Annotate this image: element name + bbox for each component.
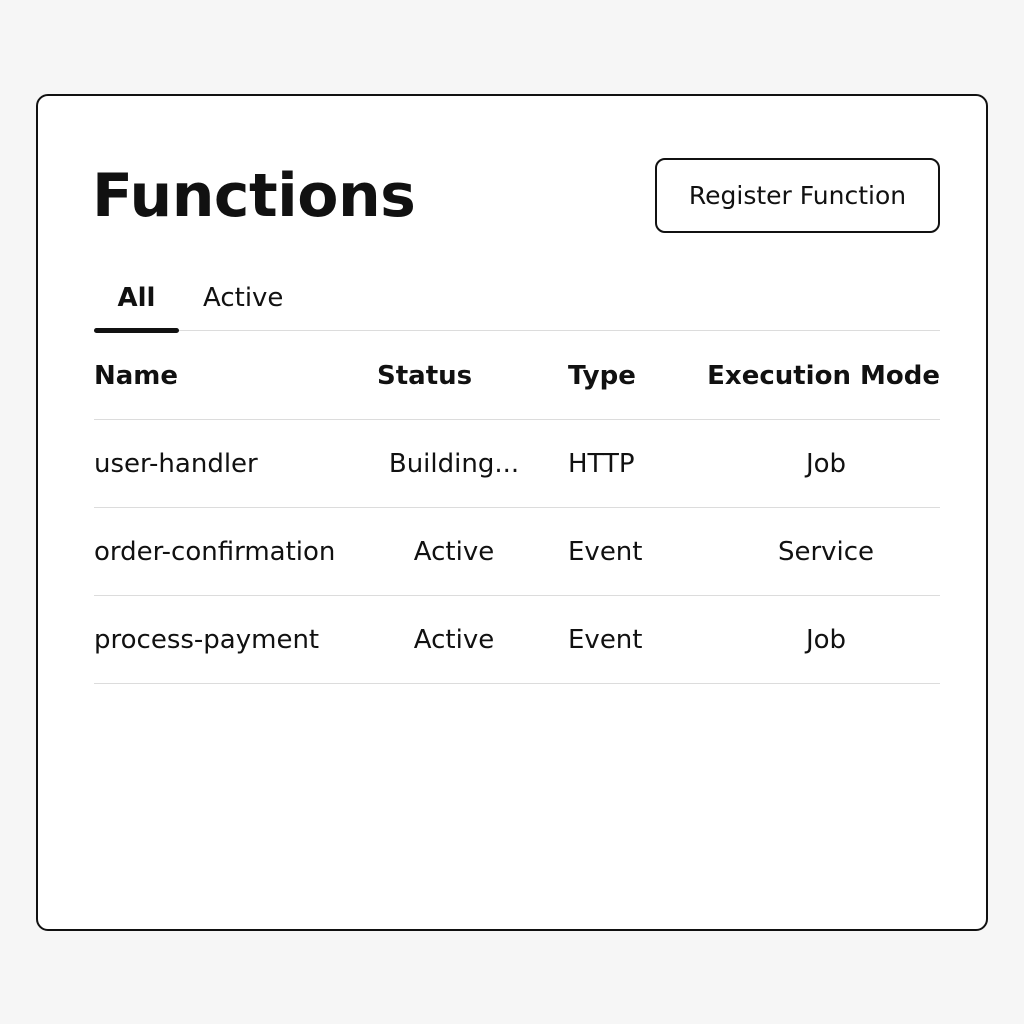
- column-header-name: Name: [94, 360, 179, 391]
- table-row[interactable]: process-payment Active Event Job: [94, 596, 940, 684]
- function-execution-mode: Job: [805, 448, 847, 479]
- function-status: Active: [413, 536, 495, 567]
- function-name: user-handler: [94, 448, 258, 479]
- tab-active[interactable]: Active: [203, 283, 284, 313]
- page-title: Functions: [92, 161, 416, 231]
- column-header-status: Status: [377, 360, 473, 391]
- function-execution-mode: Service: [777, 536, 875, 567]
- function-type: Event: [568, 536, 643, 567]
- column-header-type: Type: [568, 360, 636, 391]
- functions-table: Name Status Type Execution Mode user-han…: [94, 332, 940, 684]
- function-type: HTTP: [568, 448, 635, 479]
- tab-bar: All Active: [94, 276, 940, 333]
- function-execution-mode: Job: [805, 624, 847, 655]
- table-row[interactable]: user-handler Building... HTTP Job: [94, 420, 940, 508]
- table-header-row: Name Status Type Execution Mode: [94, 332, 940, 420]
- function-name: order-confirmation: [94, 536, 336, 567]
- function-name: process-payment: [94, 624, 320, 655]
- column-header-execution-mode: Execution Mode: [707, 360, 940, 391]
- functions-panel: Functions Register Function All Active N…: [36, 94, 988, 931]
- tab-all[interactable]: All: [94, 276, 179, 333]
- function-status: Building...: [388, 448, 520, 479]
- function-status: Active: [413, 624, 495, 655]
- function-type: Event: [568, 624, 643, 655]
- table-row[interactable]: order-confirmation Active Event Service: [94, 508, 940, 596]
- register-function-button[interactable]: Register Function: [655, 158, 940, 233]
